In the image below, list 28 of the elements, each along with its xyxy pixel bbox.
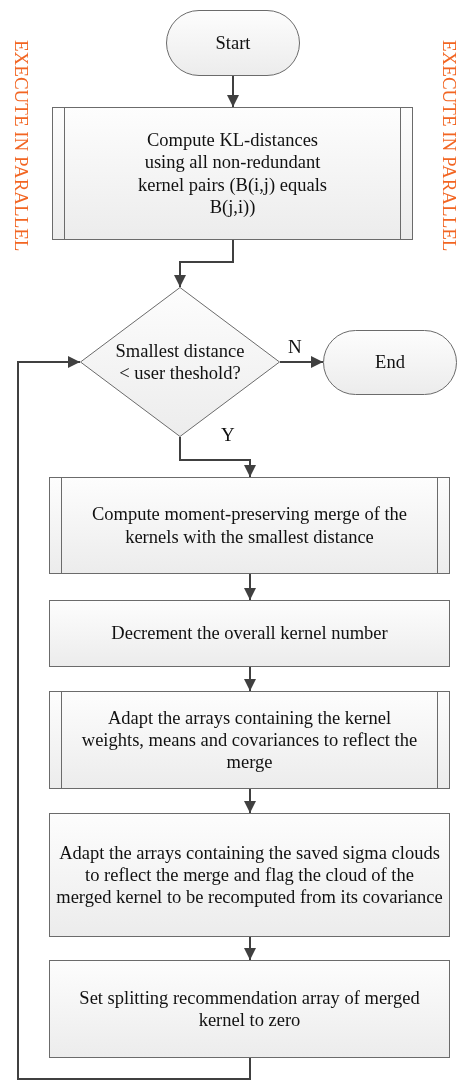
- node-text: Start: [214, 31, 252, 55]
- subroutine-box: [49, 477, 450, 574]
- node-text: Compute KL-distances using all non-redundant kernel pairs (B(i,j) equals B(j,i)): [136, 129, 328, 218]
- process-box: [49, 813, 450, 937]
- arrow: [179, 436, 256, 478]
- arrow: [244, 936, 256, 961]
- arrow: [174, 239, 234, 288]
- arrow: [244, 788, 256, 814]
- arrow: [244, 573, 256, 601]
- arrow: [279, 356, 324, 368]
- arrow: [17, 356, 251, 1080]
- subroutine-box: [49, 691, 450, 789]
- edge-label: Y: [220, 425, 236, 444]
- node-text: End: [374, 351, 406, 374]
- edge-label: N: [287, 337, 303, 356]
- node-text: Adapt the arrays containing the saved sigma clouds to reflect the merge and flag the cloud of the merged kernel to be recomputed from its covariance: [55, 841, 444, 909]
- process-box: [49, 600, 450, 667]
- arrow: [244, 666, 256, 692]
- vertical-note: EXECUTE IN PARALLEL: [12, 40, 31, 252]
- node-text: Compute moment-preserving merge of the kernels with the smallest distance: [90, 503, 409, 548]
- vertical-note: EXECUTE IN PARALLEL: [440, 40, 459, 252]
- node-text: Adapt the arrays containing the kernel weights, means and covariances to reflect the merge: [80, 706, 419, 774]
- subroutine-box: [52, 107, 413, 240]
- node-text: Smallest distance < user theshold?: [114, 339, 246, 385]
- node-text: Set splitting recommendation array of merged kernel to zero: [78, 986, 421, 1032]
- arrow: [227, 75, 239, 108]
- node-text: Decrement the overall kernel number: [110, 622, 389, 645]
- process-box: [49, 960, 450, 1058]
